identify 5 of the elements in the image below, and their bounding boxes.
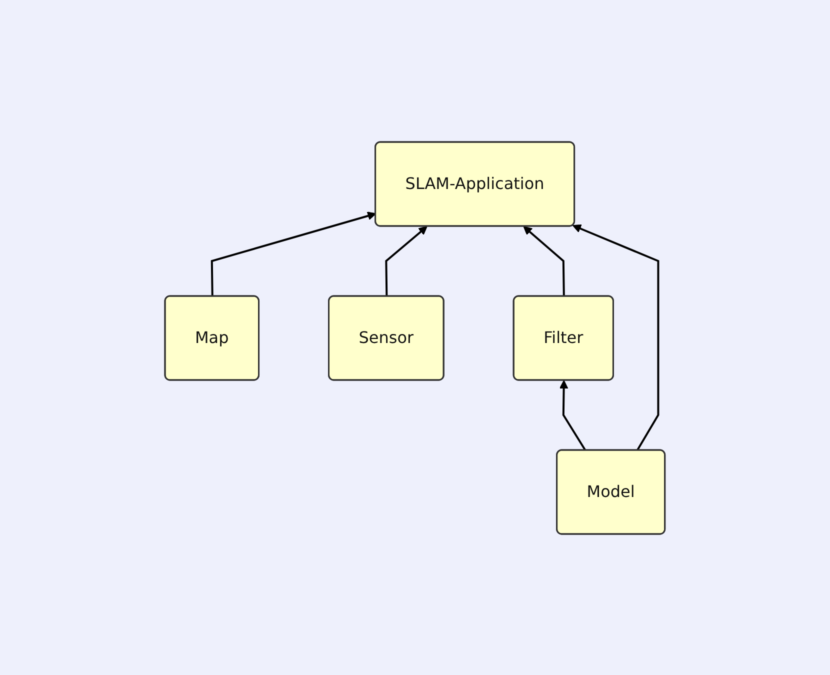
arrow	[559, 380, 586, 451]
arrow	[385, 226, 428, 296]
arrow	[572, 224, 660, 450]
arrow	[523, 226, 565, 296]
arrow	[210, 211, 376, 296]
